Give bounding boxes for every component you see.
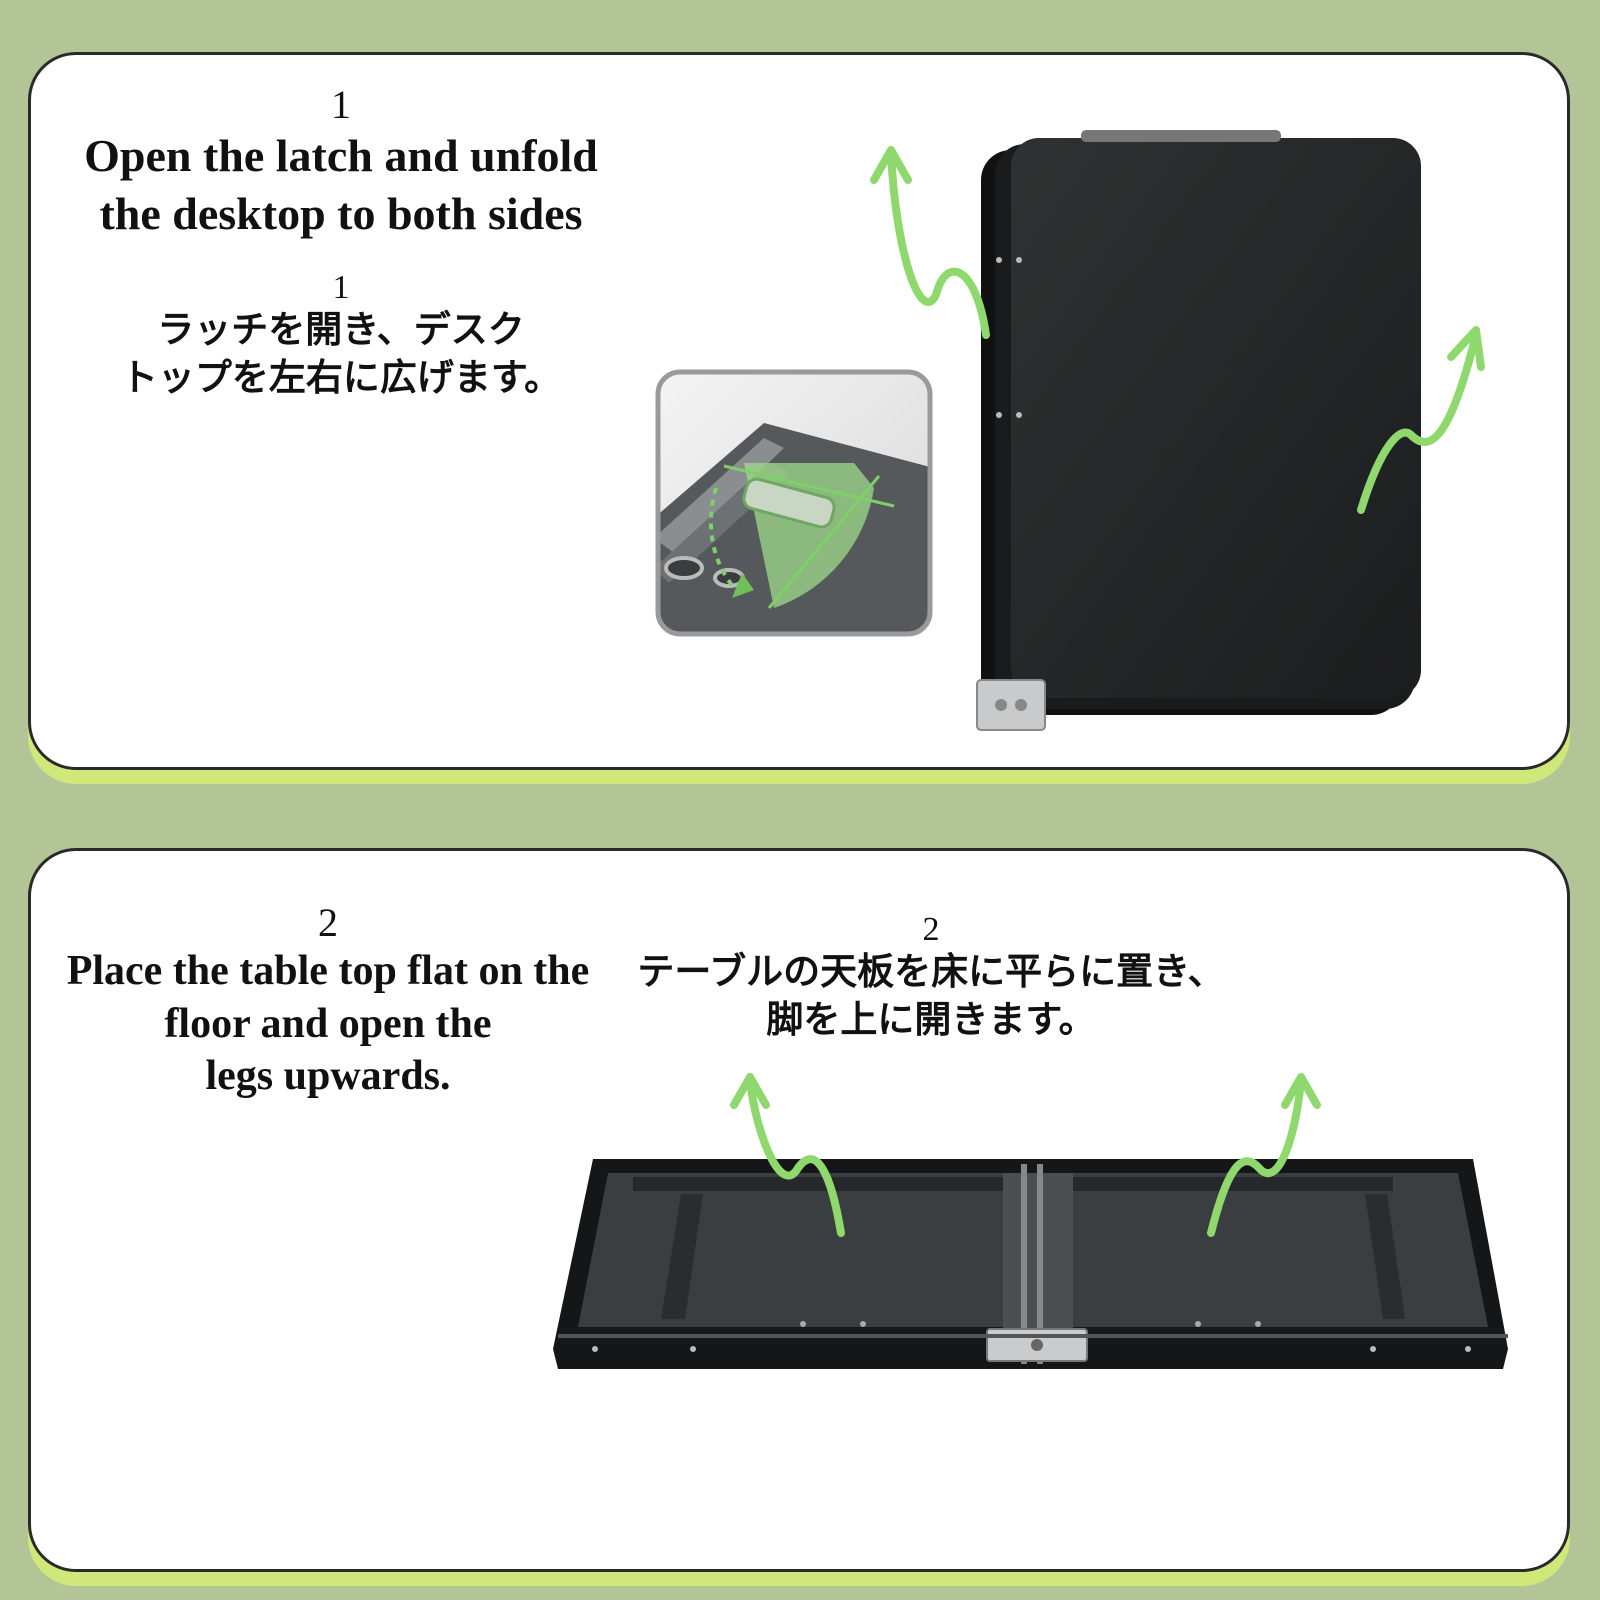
step-1-card: 1 Open the latch and unfold the desktop … (28, 52, 1570, 770)
leg-up-arrow-right (1207, 1073, 1321, 1237)
step-2-number: 2 (318, 900, 338, 945)
step-2-title-line1: Place the table top flat on the (66, 948, 590, 994)
step-1-japanese-text: 1 ラッチを開き、デスク トップを左右に広げます。 (31, 269, 651, 403)
step-1-number: 1 (331, 82, 351, 127)
unfold-arrow-right (1357, 326, 1485, 514)
step-1-title-line2: the desktop to both sides (99, 187, 583, 239)
step-1-title-line1: Open the latch and unfold (84, 130, 598, 181)
open-table-image (553, 1159, 1508, 1369)
latch-detail-inset (655, 369, 933, 637)
step-2-english-text: 2 Place the table top flat on the floor … (43, 901, 613, 1103)
step-2-jp-line1: テーブルの天板を床に平らに置き、 (637, 950, 1225, 994)
step-2-card: 2 Place the table top flat on the floor … (28, 848, 1570, 1572)
step-2-jp-line2: 脚を上に開きます。 (766, 998, 1096, 1042)
step-1-english-text: 1 Open the latch and unfold the desktop … (31, 83, 651, 242)
step-2-title-line3: legs upwards. (205, 1053, 451, 1099)
step-2-number-jp: 2 (922, 911, 940, 948)
step-2-title-line2: floor and open the (164, 1000, 492, 1047)
step-2-japanese-text: 2 テーブルの天板を床に平らに置き、 脚を上に開きます。 (631, 911, 1231, 1045)
leg-up-arrow-left (730, 1073, 845, 1237)
step-1-jp-line1: ラッチを開き、デスク (157, 308, 525, 352)
unfold-arrow-left (870, 146, 990, 339)
step-1-number-jp: 1 (332, 269, 350, 306)
folded-table-image (976, 130, 1421, 731)
step-1-jp-line2: トップを左右に広げます。 (120, 356, 562, 400)
